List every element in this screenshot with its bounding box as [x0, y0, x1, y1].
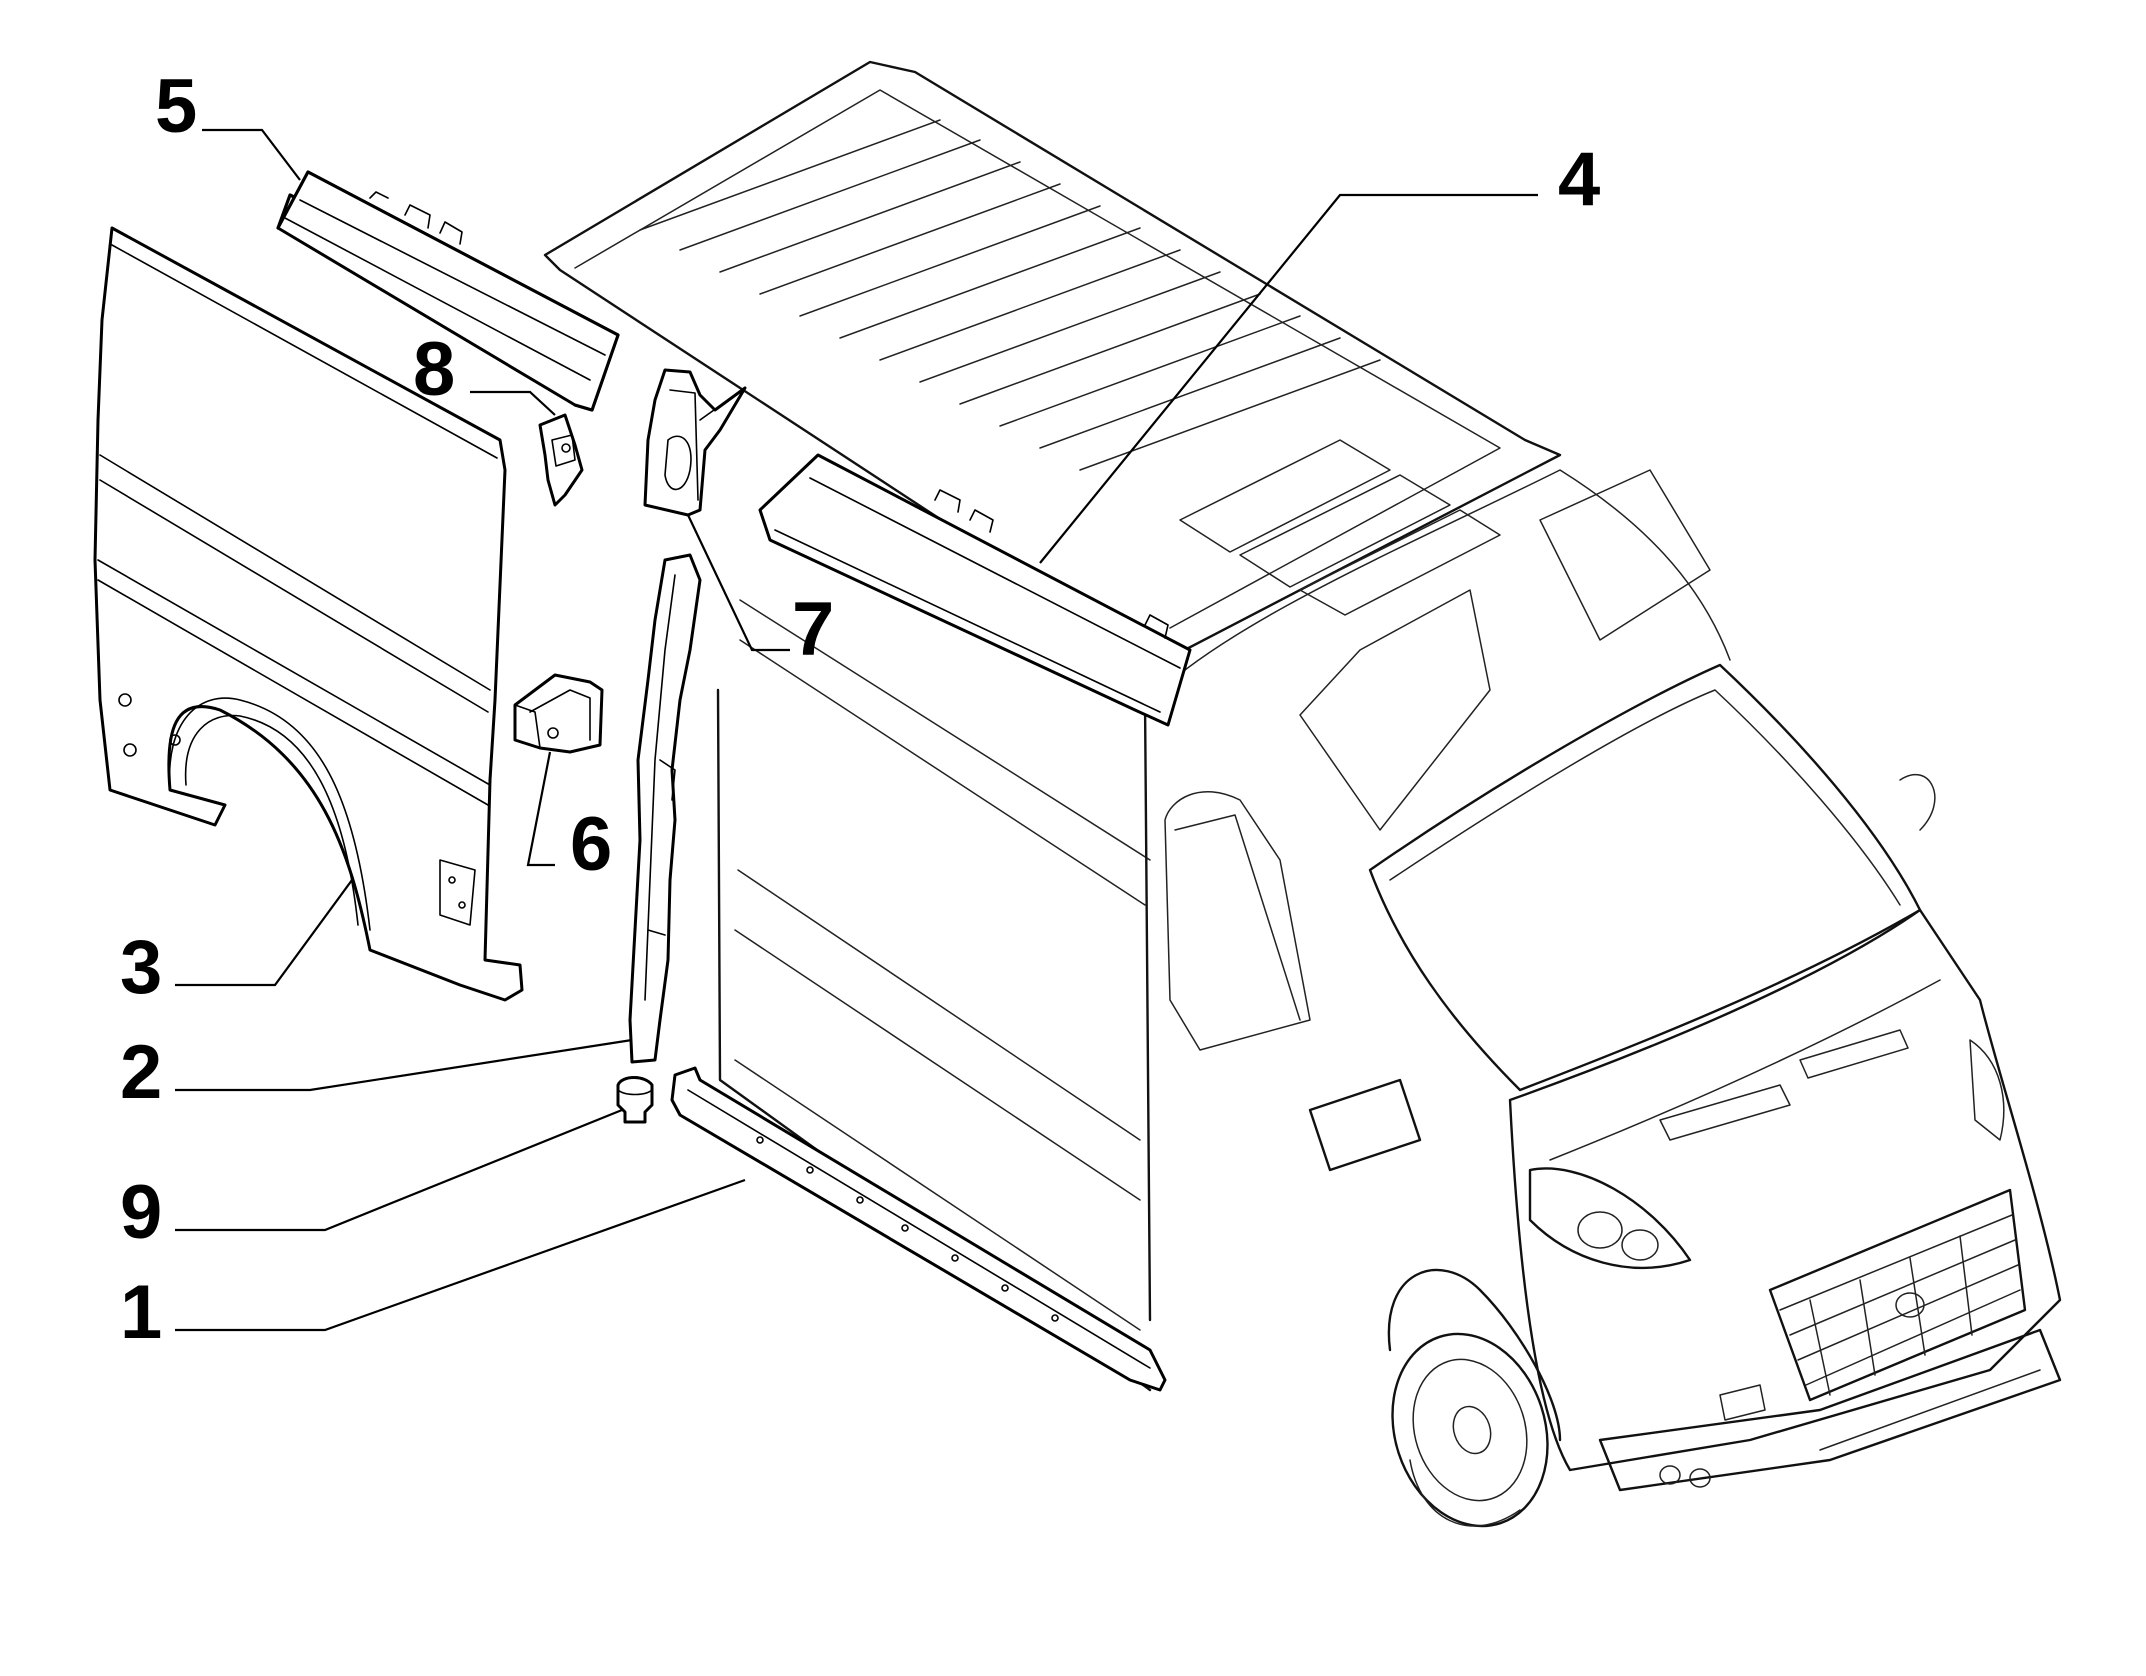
part-3-side-panel [93, 226, 524, 1002]
callout-4: 4 [1558, 137, 1600, 222]
van-illustration [543, 60, 2062, 1528]
part-6-bracket [513, 673, 604, 754]
leader-7 [687, 514, 790, 652]
part-2-b-pillar [628, 553, 702, 1064]
callout-numbers: 5 4 8 7 6 3 2 9 1 [120, 64, 1600, 1355]
callout-7: 7 [792, 587, 834, 672]
leader-9 [175, 1108, 623, 1232]
part-1-sill [670, 1066, 1167, 1392]
leader-lines [175, 128, 1538, 1332]
callout-8: 8 [413, 327, 455, 412]
leader-6 [526, 751, 555, 867]
part-7-pillar-reinforcement [643, 368, 747, 517]
leader-3 [175, 879, 353, 987]
callout-9: 9 [120, 1170, 162, 1255]
leader-5 [202, 128, 301, 181]
part-8-bracket [538, 413, 584, 507]
callout-5: 5 [155, 64, 197, 149]
callout-2: 2 [120, 1030, 162, 1115]
callout-1: 1 [120, 1270, 162, 1355]
part-9-plug [616, 1076, 654, 1124]
part-4-roof-rail-front [758, 453, 1192, 727]
leader-1 [175, 1178, 746, 1332]
leader-8 [470, 390, 556, 416]
leader-2 [175, 1038, 633, 1092]
part-5-roof-rail-rear [276, 170, 620, 412]
callout-6: 6 [570, 802, 612, 887]
callout-3: 3 [120, 925, 162, 1010]
leader-4 [1039, 193, 1538, 564]
